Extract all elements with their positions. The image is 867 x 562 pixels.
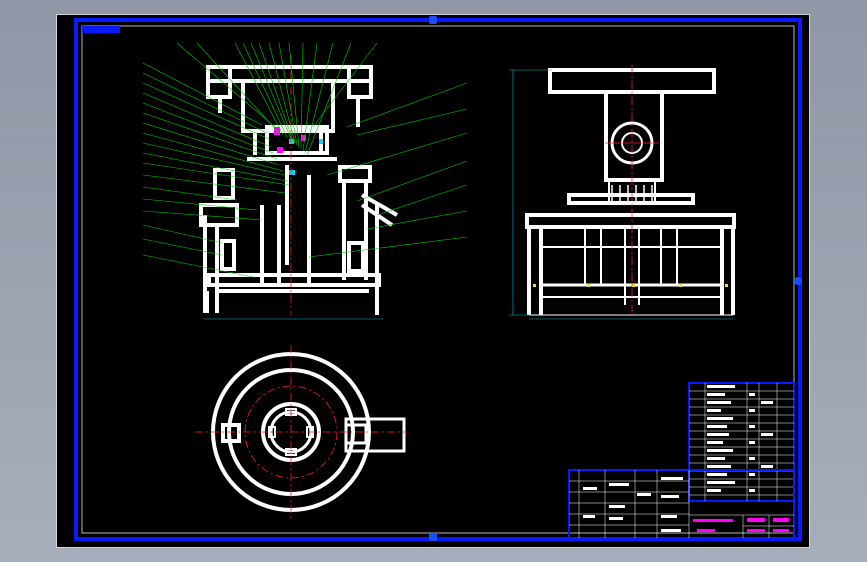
square-grip-icon[interactable] [429, 16, 437, 24]
front-leader-lines [142, 42, 468, 278]
title-block [568, 469, 795, 539]
front-section-view [199, 65, 398, 315]
top-centerlines [195, 345, 407, 520]
cad-drawing [74, 18, 802, 541]
inner-frame [81, 25, 795, 534]
corner-mark [82, 26, 120, 33]
parts-list-table [688, 382, 795, 502]
round-grip-icon[interactable] [794, 277, 802, 285]
square-grip-icon[interactable] [429, 533, 437, 541]
side-markers [533, 284, 728, 287]
parts-list-cells [707, 385, 773, 492]
title-block-cells [583, 477, 683, 532]
side-dimension [509, 69, 733, 320]
outer-frame [74, 18, 802, 541]
title-block-magenta [693, 518, 789, 532]
drawing-viewport[interactable] [56, 14, 810, 548]
technical-requirements [519, 373, 729, 375]
side-view [525, 68, 736, 316]
